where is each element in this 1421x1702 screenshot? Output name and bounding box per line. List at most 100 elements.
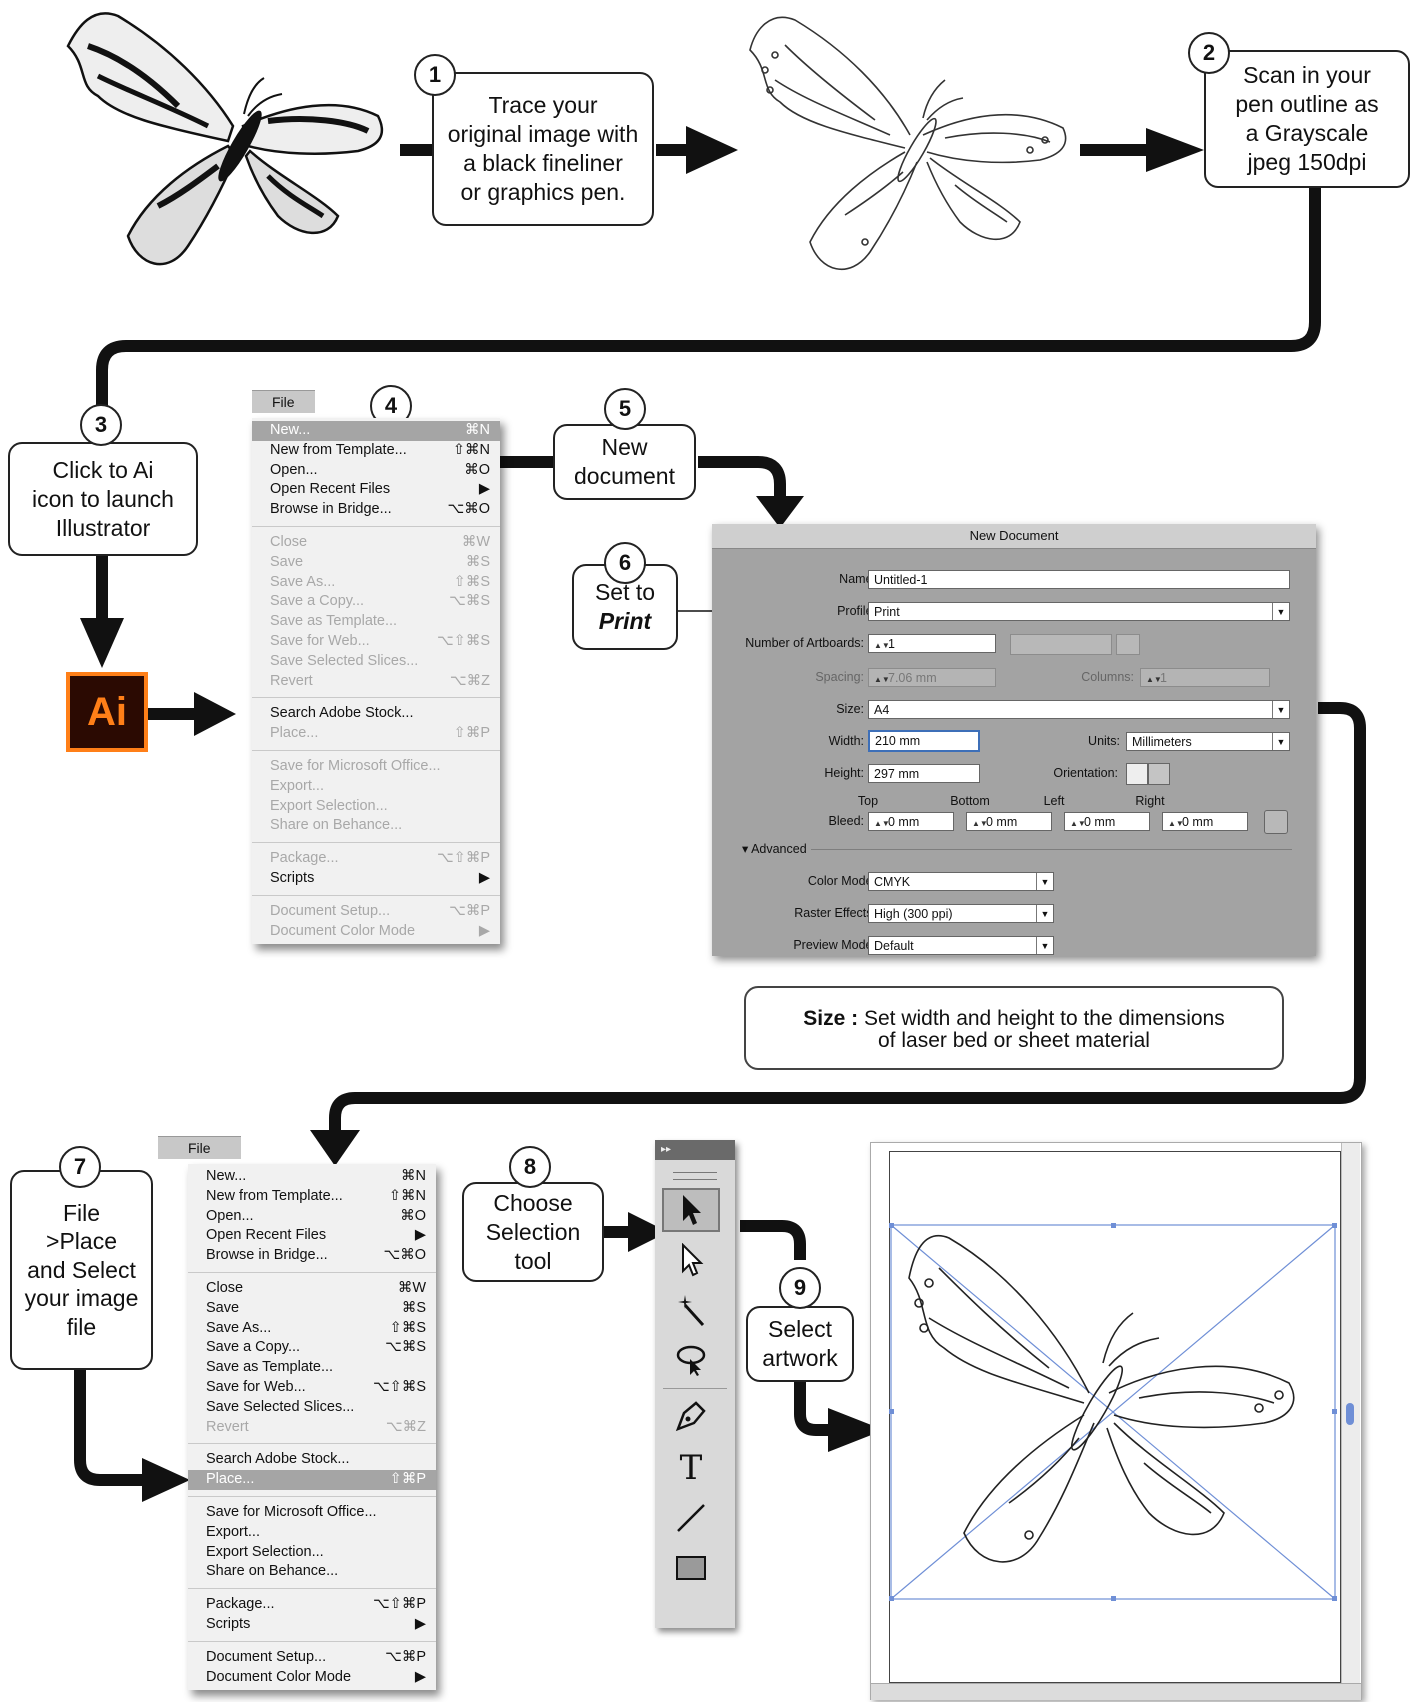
type-tool[interactable]: T [662, 1446, 720, 1490]
chevron-down-icon: ▼ [1036, 873, 1053, 890]
menu-item-save-as: Save As...⇧⌘S [252, 573, 500, 593]
status-bar[interactable] [871, 1683, 1361, 1700]
menu-item-place[interactable]: Place...⇧⌘P [188, 1470, 436, 1490]
menu-item-shortcut: ⇧⌘P [453, 725, 490, 742]
magic-wand-tool[interactable] [662, 1288, 720, 1332]
menu-item-shortcut: ⇧⌘S [389, 1319, 426, 1336]
menu-item-document-color-mode[interactable]: Document Color Mode▶ [188, 1668, 436, 1688]
profile-value: Print [874, 605, 900, 619]
menu-item-label: Place... [206, 1471, 255, 1488]
tools-panel-header[interactable]: ▸▸ [655, 1140, 735, 1160]
direct-selection-icon [682, 1243, 704, 1277]
menu-item-document-setup[interactable]: Document Setup...⌥⌘P [188, 1648, 436, 1668]
spacing-field[interactable]: ▲▼7.06 mm [868, 668, 996, 687]
link-bleed-icon[interactable] [1264, 810, 1288, 834]
menu-item-new-from-template[interactable]: New from Template...⇧⌘N [188, 1187, 436, 1207]
bleed-bottom-label: Bottom [950, 794, 990, 808]
artboard-direction-button[interactable] [1116, 634, 1140, 655]
menu-item-new[interactable]: New...⌘N [188, 1167, 436, 1187]
menu-item-open-recent-files[interactable]: Open Recent Files▶ [188, 1226, 436, 1246]
spacing-value: 7.06 mm [888, 671, 937, 685]
scrollbar-thumb[interactable] [1346, 1403, 1354, 1425]
menu-item-close[interactable]: Close⌘W [188, 1279, 436, 1299]
menu-item-save-for-web[interactable]: Save for Web...⌥⇧⌘S [188, 1378, 436, 1398]
file-menu-1-tab[interactable]: File [252, 390, 315, 413]
vertical-scrollbar[interactable] [1341, 1143, 1360, 1683]
step-5-text: New document [573, 434, 675, 489]
portrait-orientation-button[interactable] [1126, 763, 1148, 785]
menu-item-label: Place... [270, 725, 319, 742]
columns-field[interactable]: ▲▼1 [1140, 668, 1270, 687]
bleed-top-field[interactable]: ▲▼0 mm [868, 812, 954, 831]
menu-item-save[interactable]: Save⌘S [188, 1299, 436, 1319]
menu-item-save-a-copy[interactable]: Save a Copy...⌥⌘S [188, 1338, 436, 1358]
menu-item-save-as[interactable]: Save As...⇧⌘S [188, 1319, 436, 1339]
submenu-arrow-icon: ▶ [478, 869, 490, 886]
preview-mode-value: Default [874, 939, 914, 953]
bleed-right-field[interactable]: ▲▼0 mm [1162, 812, 1248, 831]
size-note-text: Set width and height to the dimensions o… [863, 1007, 1225, 1052]
artboard-layout-buttons[interactable] [1010, 634, 1112, 655]
menu-item-label: Scripts [206, 1615, 251, 1632]
menu-item-save-selected-slices[interactable]: Save Selected Slices... [188, 1398, 436, 1418]
bleed-bottom-value: 0 mm [986, 815, 1018, 829]
menu-item-search-adobe-stock[interactable]: Search Adobe Stock... [252, 704, 500, 724]
menu-item-save-for-microsoft-office[interactable]: Save for Microsoft Office... [188, 1503, 436, 1523]
menu-item-open[interactable]: Open...⌘O [188, 1207, 436, 1227]
illustrator-app-icon[interactable]: Ai [66, 672, 148, 752]
placed-artwork[interactable] [889, 1223, 1339, 1603]
menu-item-save: Save⌘S [252, 553, 500, 573]
menu-item-scripts[interactable]: Scripts▶ [252, 869, 500, 889]
menu-separator [252, 842, 500, 844]
menu-item-open[interactable]: Open...⌘O [252, 461, 500, 481]
menu-separator [252, 749, 500, 751]
bleed-top-label: Top [857, 794, 879, 808]
menu-item-export-selection[interactable]: Export Selection... [188, 1543, 436, 1563]
bleed-bottom-field[interactable]: ▲▼0 mm [966, 812, 1052, 831]
menu-item-scripts[interactable]: Scripts▶ [188, 1615, 436, 1635]
menu-item-export[interactable]: Export... [188, 1523, 436, 1543]
units-select[interactable]: Millimeters ▼ [1126, 732, 1290, 751]
selection-tool[interactable] [662, 1188, 720, 1232]
menu-item-package[interactable]: Package...⌥⇧⌘P [188, 1595, 436, 1615]
landscape-orientation-button[interactable] [1148, 763, 1170, 785]
lasso-tool[interactable] [662, 1338, 720, 1382]
selection-bounding-box [890, 1224, 1336, 1600]
file-menu-2-tab[interactable]: File [158, 1136, 241, 1159]
menu-item-label: Package... [206, 1596, 275, 1613]
preview-mode-label: Preview Mode: [793, 938, 876, 952]
advanced-toggle[interactable]: ▾ Advanced [742, 841, 811, 856]
width-field[interactable]: 210 mm [868, 730, 980, 752]
raster-effects-select[interactable]: High (300 ppi) ▼ [868, 904, 1054, 923]
menu-item-search-adobe-stock[interactable]: Search Adobe Stock... [188, 1450, 436, 1470]
profile-select[interactable]: Print ▼ [868, 602, 1290, 621]
direct-selection-tool[interactable] [662, 1238, 720, 1282]
preview-mode-select[interactable]: Default ▼ [868, 936, 1054, 955]
menu-item-label: Revert [270, 672, 313, 689]
menu-item-save-as-template[interactable]: Save as Template... [188, 1358, 436, 1378]
rectangle-tool[interactable] [662, 1546, 720, 1590]
bleed-right-label: Right [1135, 794, 1165, 808]
step-9-callout: Select artwork [746, 1306, 854, 1382]
menu-item-open-recent-files[interactable]: Open Recent Files▶ [252, 480, 500, 500]
rectangle-icon [676, 1556, 706, 1580]
menu-item-browse-in-bridge[interactable]: Browse in Bridge...⌥⌘O [252, 500, 500, 520]
height-field[interactable]: 297 mm [868, 764, 980, 783]
artboard-canvas[interactable] [870, 1142, 1362, 1700]
menu-item-shortcut: ⌥⌘P [385, 1648, 426, 1665]
menu-item-label: Save as Template... [206, 1359, 334, 1376]
menu-item-share-on-behance[interactable]: Share on Behance... [188, 1562, 436, 1582]
menu-item-new-from-template[interactable]: New from Template...⇧⌘N [252, 441, 500, 461]
bleed-left-field[interactable]: ▲▼0 mm [1064, 812, 1150, 831]
panel-grip[interactable] [673, 1172, 717, 1180]
bleed-top-value: 0 mm [888, 815, 920, 829]
artboards-field[interactable]: ▲▼1 [868, 634, 996, 653]
menu-item-browse-in-bridge[interactable]: Browse in Bridge...⌥⌘O [188, 1246, 436, 1266]
size-select[interactable]: A4 ▼ [868, 700, 1290, 719]
pen-tool[interactable] [662, 1394, 720, 1438]
artboards-value: 1 [888, 637, 895, 651]
name-field[interactable]: Untitled-1 [868, 570, 1290, 589]
menu-item-new[interactable]: New...⌘N [252, 421, 500, 441]
color-mode-select[interactable]: CMYK ▼ [868, 872, 1054, 891]
line-tool[interactable] [662, 1496, 720, 1540]
